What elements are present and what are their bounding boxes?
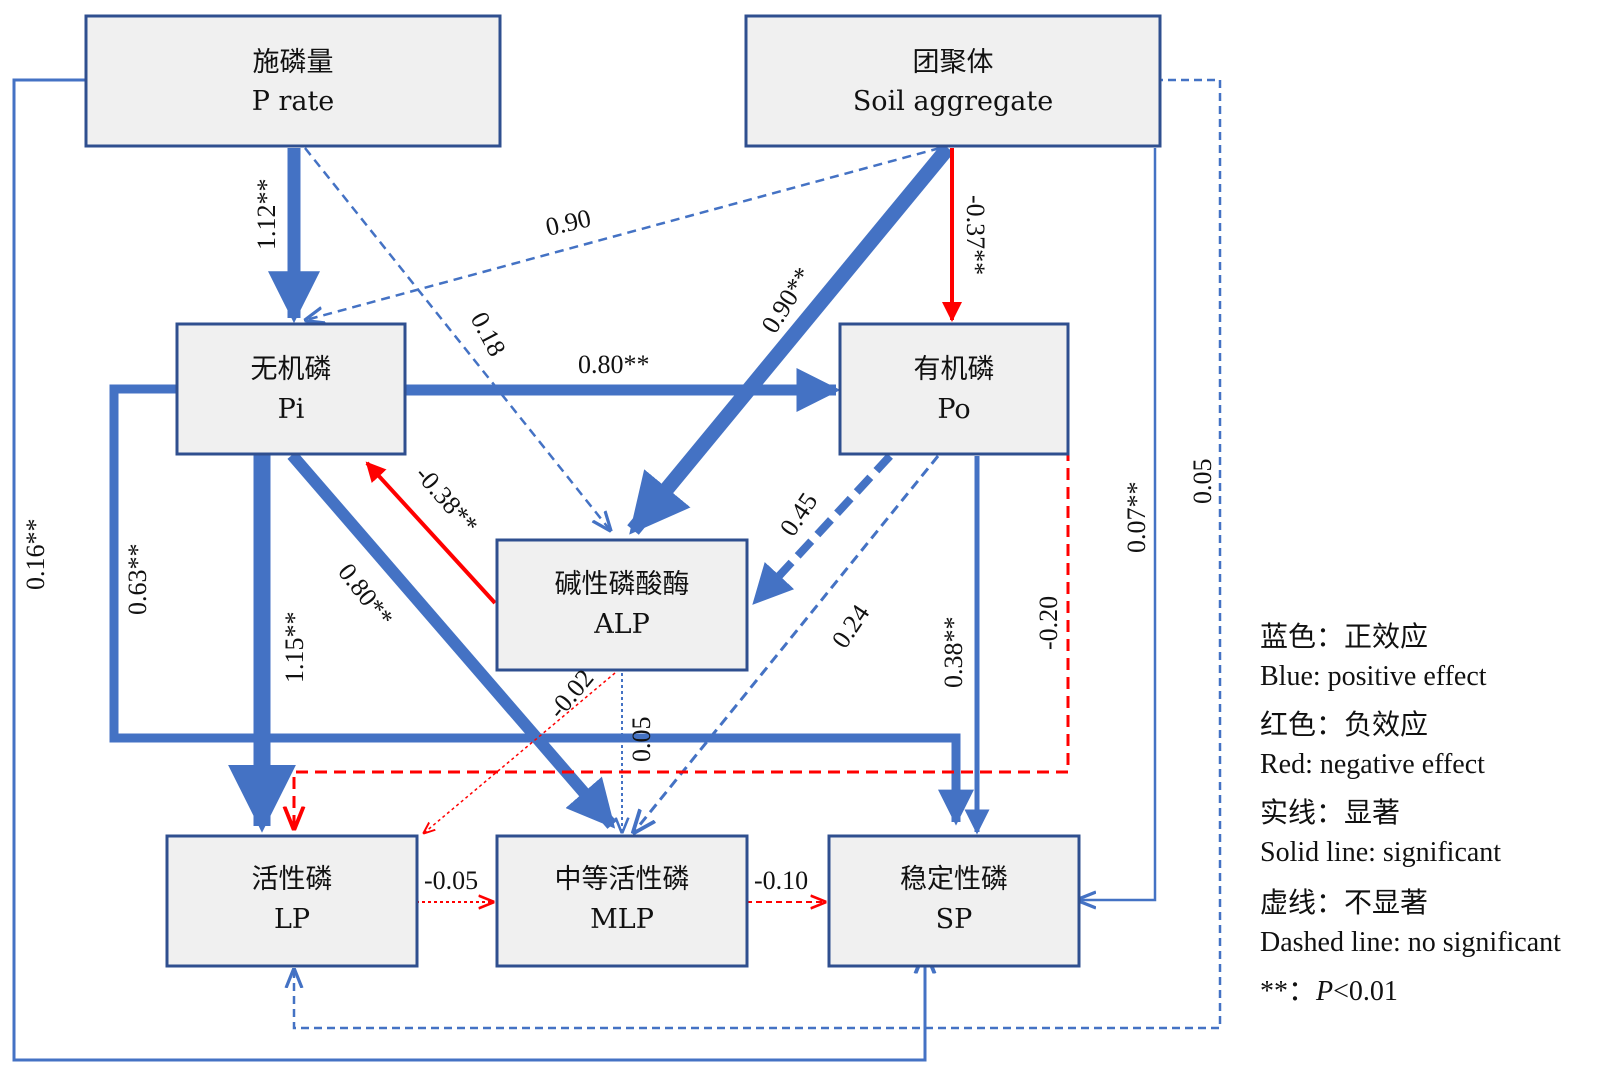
node-p-rate-cn: 施磷量 [253,47,334,78]
legend: 蓝色：正效应 Blue: positive effect 红色：负效应 Red:… [1260,621,1561,1007]
coef-po-sp: 0.38** [939,617,968,689]
node-p-rate-en: P rate [252,86,335,117]
node-lp-cn: 活性磷 [252,864,333,895]
arrow-agg-to-lp [294,78,1222,1030]
coef-pi-lp: 1.15** [280,612,309,684]
arrow-prate-to-sp [12,78,925,1062]
path-coefficients: 1.12** 0.18 0.16** 0.90 0.90** -0.37** 0… [21,179,1217,896]
path-arrows [12,78,1222,1062]
legend-dashed-cn: 虚线：不显著 [1260,887,1428,919]
node-p-rate: 施磷量 P rate [84,14,502,148]
arrow-agg-to-alp [627,143,954,535]
node-alp-cn: 碱性磷酸酶 [555,569,690,600]
coef-alp-mlp: 0.05 [627,717,656,763]
arrow-po-to-alp [752,453,893,605]
coef-agg-sp: 0.07** [1122,482,1151,554]
coef-prate-alp: 0.18 [465,307,512,361]
node-alp-en: ALP [593,609,650,640]
node-pi: 无机磷 Pi [175,322,407,456]
node-po: 有机磷 Po [838,322,1070,456]
legend-red-cn: 红色：负效应 [1260,709,1428,741]
legend-red-en: Red: negative effect [1260,749,1485,780]
coef-alp-pi: -0.38** [409,460,483,540]
coef-pi-po: 0.80** [578,350,650,379]
node-mlp: 中等活性磷 MLP [495,834,749,968]
legend-dashed-en: Dashed line: no significant [1260,927,1561,958]
node-mlp-en: MLP [590,904,654,935]
node-lp-en: LP [274,904,310,935]
node-soil-aggregate: 团聚体 Soil aggregate [744,14,1162,148]
node-lp: 活性磷 LP [165,834,419,968]
legend-sig-p: P [1315,976,1333,1007]
variable-boxes: 施磷量 P rate 团聚体 Soil aggregate 无机磷 Pi 有机磷… [84,14,1162,968]
coef-po-lp: -0.20 [1034,596,1063,650]
legend-sig-prefix: **： [1260,976,1316,1007]
node-pi-en: Pi [278,394,305,425]
node-soil-aggregate-en: Soil aggregate [853,86,1053,117]
legend-significance: **：P<0.01 [1260,976,1398,1007]
arrow-po-to-mlp [634,455,940,832]
node-sp-cn: 稳定性磷 [900,864,1008,895]
coef-po-mlp: 0.24 [826,599,875,653]
arrow-po-to-lp [294,392,1070,828]
coef-agg-po: -0.37** [961,195,990,275]
node-pi-cn: 无机磷 [251,354,332,385]
coef-prate-sp: 0.16** [21,519,50,591]
arrow-alp-to-pi [365,461,497,605]
node-sp: 稳定性磷 SP [827,834,1081,968]
coef-lp-mlp: -0.05 [424,866,478,895]
arrow-agg-to-sp [1078,148,1157,900]
legend-solid-en: Solid line: significant [1260,837,1501,868]
coef-prate-pi: 1.12** [252,179,281,251]
node-soil-aggregate-cn: 团聚体 [913,47,994,78]
node-mlp-cn: 中等活性磷 [555,864,690,895]
node-po-en: Po [937,394,970,425]
node-alp: 碱性磷酸酶 ALP [495,538,749,672]
node-sp-en: SP [936,904,973,935]
legend-blue-cn: 蓝色：正效应 [1260,621,1428,653]
coef-agg-lp: 0.05 [1188,459,1217,505]
coef-mlp-sp: -0.10 [754,866,808,895]
arrow-prate-to-alp [304,147,610,530]
legend-blue-en: Blue: positive effect [1260,661,1487,692]
arrow-pi-to-mlp [287,451,617,829]
legend-solid-cn: 实线：显著 [1260,797,1400,829]
node-po-cn: 有机磷 [914,354,995,385]
coef-pi-sp: 0.63** [123,544,152,616]
legend-sig-rest: <0.01 [1333,976,1398,1007]
arrow-pi-to-sp [109,384,974,826]
coef-agg-pi: 0.90 [543,203,594,241]
arrow-agg-to-pi [306,146,941,320]
